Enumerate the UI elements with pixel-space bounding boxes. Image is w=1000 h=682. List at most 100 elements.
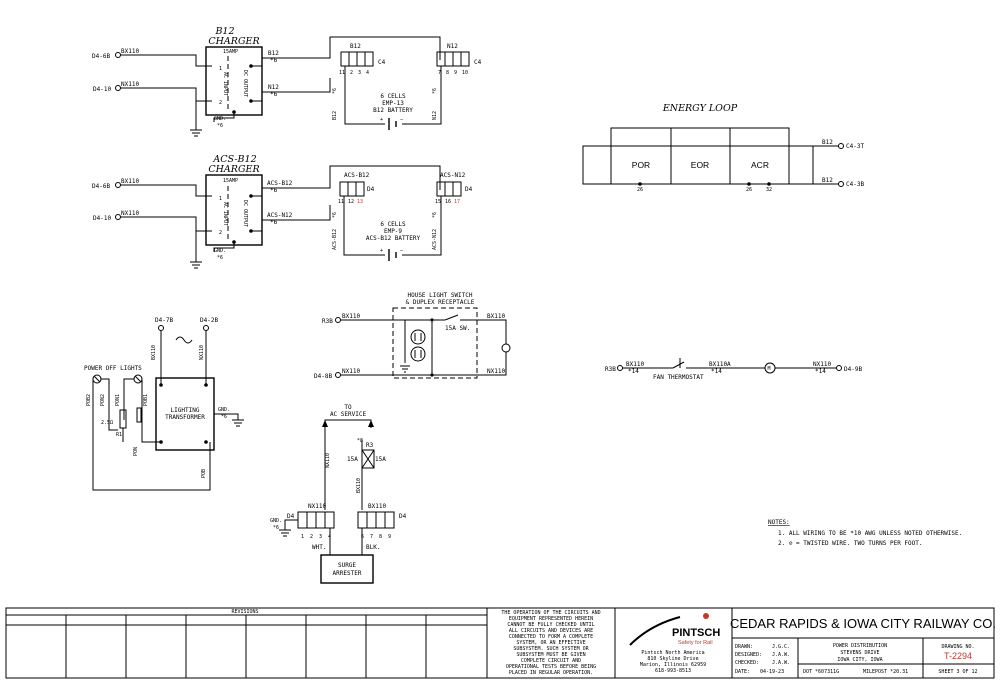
acs-batt-sub-l: *6	[332, 212, 338, 218]
fan-motor-label: M	[768, 366, 771, 372]
addr-2: Marion, Illinois 62959	[640, 662, 706, 668]
acs-charger-box	[205, 174, 263, 246]
b12-in-top-wire-line	[121, 54, 212, 67]
b12-batt-left-bus	[344, 66, 385, 125]
b12-batt-sub-r1: *6	[432, 88, 438, 94]
date-label: DATE:	[735, 669, 750, 675]
energy-dest-bot: C4-3B	[846, 181, 864, 188]
dot-number: DOT *607311G	[803, 669, 839, 675]
acs-out-neg-sub: *6	[270, 219, 278, 226]
b12-in-top-terminal	[115, 52, 121, 58]
acs-term-12: 12	[348, 199, 354, 205]
acs-batt-line3: ACS-B12 BATTERY	[366, 235, 421, 242]
ac-tb-left: NX110	[308, 503, 326, 510]
lt-label2: TRANSFORMER	[165, 414, 205, 421]
disc-2: CANNOT BE FULLY CHECKED UNTIL	[507, 622, 594, 628]
energy-wire-bot-label: B12	[822, 177, 833, 184]
ac-gnd-sub: *6	[273, 525, 279, 531]
addr-3: 618-993-8513	[655, 668, 691, 674]
acr-label: ACR	[751, 160, 769, 170]
addr-1: 810 Skyline Drive	[647, 656, 698, 662]
b12-batt-wire-l: B12	[332, 111, 338, 120]
b12-batt-line1: 6 CELLS	[380, 93, 406, 100]
lt-pob2: POB2	[86, 394, 92, 406]
b12-out-pos-line	[250, 36, 441, 67]
b12-in-bot-wire: NX110	[121, 81, 139, 88]
house-light-enclosure	[392, 307, 478, 379]
acs-batt-cap-left: D4	[367, 186, 375, 193]
disc-5: SYSTEM, OR AN EFFECTIVE	[516, 640, 585, 646]
acs-term-17: 17	[454, 199, 460, 205]
energy-wire-top-label: B12	[822, 139, 833, 146]
sheet-number: SHEET 3 OF 12	[938, 669, 977, 675]
ac-title1: TO	[344, 404, 352, 411]
ac-title2: AC SERVICE	[330, 411, 367, 418]
hl-in-bot: D4-8B	[314, 373, 332, 380]
pintsch-tagline: Safety for Rail	[678, 640, 713, 646]
acs-batt-wire-r: ACS-N12	[432, 229, 438, 250]
acs-term-16: 16	[445, 199, 451, 205]
b12-in-bot-wire-line	[121, 87, 212, 102]
lt-pob1: POB1	[143, 394, 149, 406]
ac-n9: 9	[388, 534, 391, 540]
b12-in-bot-label: D4-10	[93, 86, 111, 93]
b12-batt-left-label: B12	[350, 43, 361, 50]
pintsch-logo-swoosh	[629, 616, 681, 646]
por-num: 26	[637, 187, 643, 193]
fan-dest: D4-9B	[844, 366, 862, 373]
fan-w1-sub: *14	[628, 368, 639, 375]
ac-service-section: TO AC SERVICE NX110 BX110 *8 R3 15A 15A …	[270, 404, 407, 584]
ac-d4-right: D4	[399, 513, 407, 520]
fan-w3-sub: *14	[815, 368, 826, 375]
b12-term-4: 4	[366, 70, 369, 76]
notes-section: NOTES: 1. ALL WIRING TO BE *10 AWG UNLES…	[768, 519, 962, 547]
eor-label: EOR	[691, 160, 709, 170]
acs-term-15: 15	[435, 199, 441, 205]
b12-battery-section: B12 N12 C4 C4 11 2 3 4 7 8 9 10 6 CELLS …	[332, 43, 482, 130]
b12-out-neg: N12	[268, 84, 279, 91]
b12-ac-input: AC INPUT	[222, 72, 228, 96]
fan-w2-sub: *14	[711, 368, 722, 375]
acs-batt-line1: 6 CELLS	[380, 221, 406, 228]
lt-pon2: PON2	[100, 394, 106, 406]
addr-0: Pintsch North America	[641, 650, 704, 656]
acs-in-top: D4-6B	[92, 183, 110, 190]
drawn-label: DRAWN:	[735, 644, 753, 650]
b12-in-top-label: D4-6B	[92, 53, 110, 60]
drawing-no-label: DRAWING NO.	[941, 644, 974, 650]
fan-src: R3B	[605, 366, 616, 373]
disc-7: SUBSYSTEM MUST BE GIVEN	[516, 652, 585, 658]
ac-d4-left: D4	[287, 513, 295, 520]
b12-gnd: GND.	[214, 116, 226, 122]
ac-gnd: GND.	[270, 518, 282, 524]
acs-in-top-wire: BX110	[121, 178, 139, 185]
acs-batt-sub-r: *6	[432, 212, 438, 218]
ac-n8: 8	[379, 534, 382, 540]
b12-batt-right-bus	[402, 66, 442, 125]
acs-pin1: 1	[219, 196, 222, 202]
ac-n2: 2	[310, 534, 313, 540]
milepost: MILEPOST *20.31	[863, 669, 908, 675]
b12-batt-line3: B12 BATTERY	[373, 107, 413, 114]
lt-pon: PON	[133, 447, 139, 456]
b12-term-10: 10	[462, 70, 468, 76]
acs-out-neg: ACS-N12	[267, 212, 293, 219]
b12-dc-output: DC OUTPUT	[242, 70, 248, 97]
ac-wht: WHT.	[312, 544, 326, 551]
hl-in-bot-wire: NX110	[342, 368, 360, 375]
house-light-title1: HOUSE LIGHT SWITCH	[407, 292, 472, 299]
drawn-value: J.G.C.	[772, 644, 790, 650]
revisions-label: REVISIONS	[231, 609, 258, 615]
lt-pob: POB	[201, 469, 207, 478]
svg-text:−: −	[400, 117, 403, 123]
ac-w-right: BX110	[356, 478, 362, 493]
company-name: CEDAR RAPIDS & IOWA CITY RAILWAY CO.	[730, 616, 996, 631]
energy-dest-top: C4-3T	[846, 143, 864, 150]
lt-r1: R1	[116, 432, 122, 438]
fan-thermostat-section: R3B BX110 *14 FAN THERMOSTAT BX110A *14 …	[605, 358, 862, 381]
acs-charger-title: ACS-B12	[212, 154, 256, 165]
b12-term-9: 9	[454, 70, 457, 76]
acs-batt-left-label: ACS-B12	[344, 172, 370, 179]
acs-charger-title2: CHARGER	[208, 164, 259, 175]
desc1: POWER DISTRIBUTION	[833, 643, 887, 649]
